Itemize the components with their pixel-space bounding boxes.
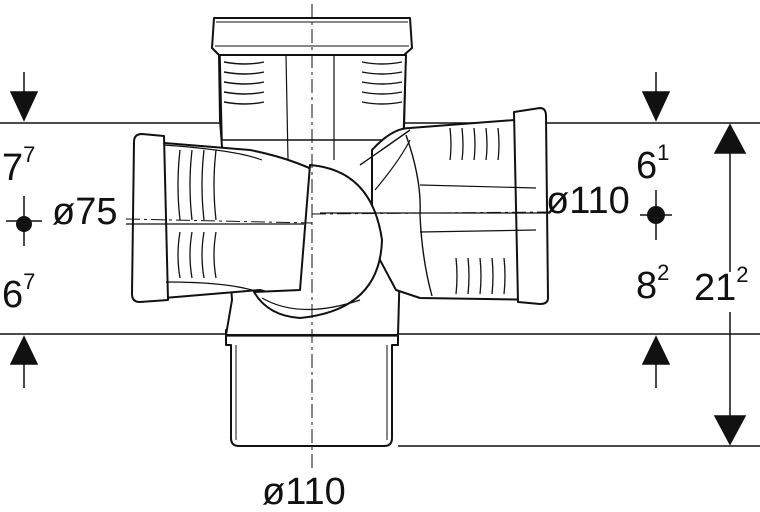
down-arrow-icon [9,91,39,122]
right-branch [371,107,549,305]
total-height-dimension [713,123,747,446]
dimension-labels: 77 67 61 82 212 [2,140,749,316]
left-branch-diameter-label: ø75 [52,191,117,233]
left-branch-ribs [177,149,217,279]
down-arrow-icon [641,91,671,122]
down-arrow-icon [713,415,747,446]
center-point-icon [16,216,32,232]
left-branch [131,133,333,303]
right-branch-diameter-label: ø110 [546,180,630,222]
center-dome [253,164,383,319]
bottom-branch-height-label: 67 [2,269,35,316]
center-point-icon [647,206,665,224]
left-dimension-markers [6,72,42,388]
right-dimension-markers [640,72,672,388]
top-socket-ribs [223,61,403,105]
bottom-outlet-diameter-label: ø110 [262,471,346,512]
right-bottom-height-label: 82 [636,260,669,307]
right-branch-ribs [449,127,506,295]
diameter-labels: ø75 ø110 ø110 [52,180,630,512]
up-arrow-icon [9,335,39,365]
left-center-line [125,218,313,224]
up-arrow-icon [641,335,671,365]
top-branch-height-label: 77 [2,142,35,189]
total-height-label: 212 [694,262,749,309]
right-top-height-label: 61 [636,140,669,187]
up-arrow-icon [713,123,747,154]
fitting-body [131,17,549,447]
